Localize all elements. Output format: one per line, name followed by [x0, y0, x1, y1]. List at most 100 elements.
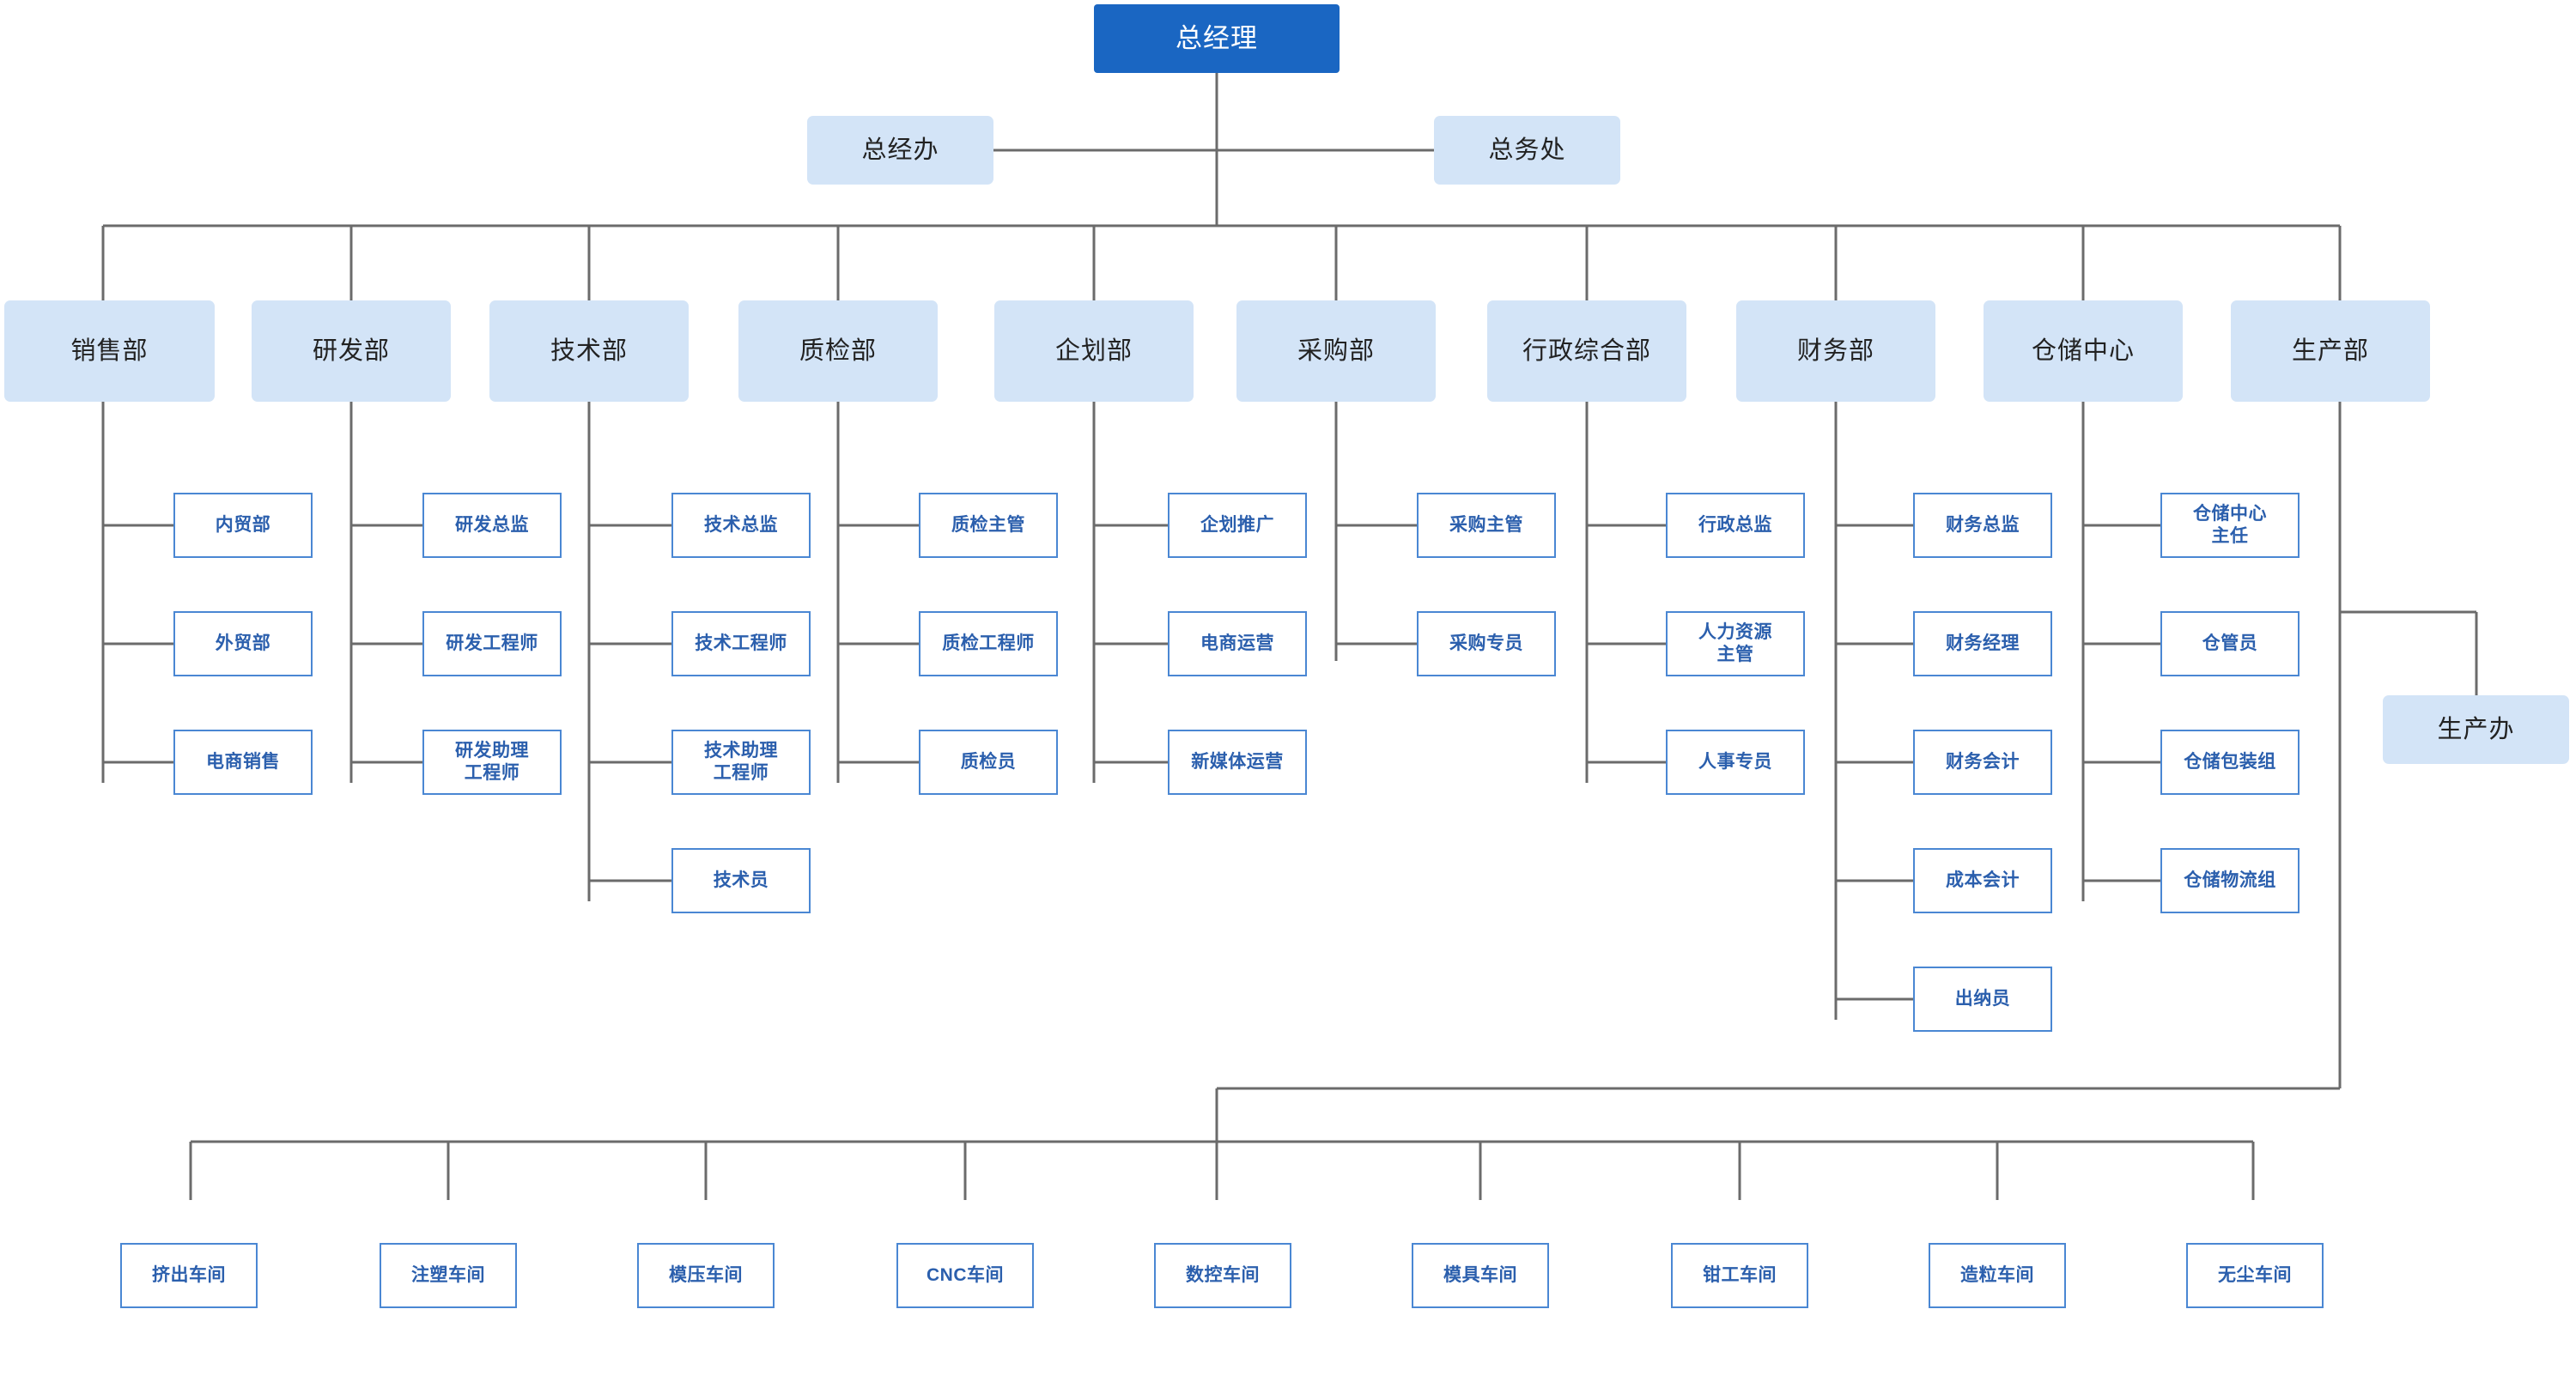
node-dept-rnd[interactable]: 研发部	[252, 300, 451, 402]
node-label: 外贸部	[215, 633, 271, 653]
node-role-finance-director[interactable]: 财务总监	[1913, 493, 2052, 558]
node-label: 销售部	[70, 336, 149, 365]
node-dept-administration[interactable]: 行政综合部	[1487, 300, 1686, 402]
node-dept-quality[interactable]: 质检部	[738, 300, 938, 402]
node-label: 质检工程师	[942, 633, 1035, 653]
node-dept-technology[interactable]: 技术部	[489, 300, 689, 402]
node-label: 采购部	[1297, 336, 1375, 365]
node-label: 技术员	[713, 870, 769, 890]
node-label: 研发部	[312, 336, 390, 365]
node-gm-office[interactable]: 总经办	[807, 116, 993, 185]
node-label: 钳工车间	[1703, 1264, 1777, 1285]
node-label: 财务经理	[1946, 633, 2020, 653]
node-label: 总经理	[1176, 22, 1258, 53]
node-workshop-granulation[interactable]: 造粒车间	[1929, 1243, 2066, 1308]
node-workshop-numerical-control[interactable]: 数控车间	[1154, 1243, 1291, 1308]
node-role-planning-promotion[interactable]: 企划推广	[1168, 493, 1307, 558]
node-role-purchasing-supervisor[interactable]: 采购主管	[1417, 493, 1556, 558]
node-label: 总经办	[861, 136, 939, 164]
node-dept-production[interactable]: 生产部	[2231, 300, 2430, 402]
node-production-office[interactable]: 生产办	[2383, 695, 2569, 764]
node-label: 行政综合部	[1522, 336, 1651, 365]
node-role-foreign-trade[interactable]: 外贸部	[173, 611, 313, 676]
node-label: 采购主管	[1449, 514, 1523, 535]
node-general-manager[interactable]: 总经理	[1094, 4, 1340, 73]
node-label: 仓储物流组	[2184, 870, 2276, 890]
node-workshop-fitter[interactable]: 钳工车间	[1671, 1243, 1808, 1308]
node-dept-planning[interactable]: 企划部	[994, 300, 1194, 402]
node-label: 技术助理工程师	[704, 741, 778, 783]
node-role-qc-engineer[interactable]: 质检工程师	[919, 611, 1058, 676]
node-role-financial-accountant[interactable]: 财务会计	[1913, 730, 2052, 795]
node-label: 数控车间	[1186, 1264, 1260, 1285]
node-label: 研发助理工程师	[455, 741, 529, 783]
node-label: 注塑车间	[411, 1264, 485, 1285]
node-role-hr-supervisor[interactable]: 人力资源主管	[1666, 611, 1805, 676]
node-label: 新媒体运营	[1191, 751, 1284, 772]
node-label: 质检部	[799, 336, 877, 365]
node-role-finance-manager[interactable]: 财务经理	[1913, 611, 2052, 676]
node-dept-purchasing[interactable]: 采购部	[1236, 300, 1436, 402]
node-label: 电商销售	[206, 751, 280, 772]
node-label: 企划部	[1054, 336, 1133, 365]
node-role-warehouse-director[interactable]: 仓储中心主任	[2160, 493, 2300, 558]
node-workshop-cnc[interactable]: CNC车间	[896, 1243, 1034, 1308]
node-label: 采购专员	[1449, 633, 1523, 653]
node-role-tech-assistant-engineer[interactable]: 技术助理工程师	[671, 730, 811, 795]
node-general-affairs[interactable]: 总务处	[1434, 116, 1620, 185]
node-label: 生产办	[2437, 715, 2515, 743]
node-role-ecommerce-sales[interactable]: 电商销售	[173, 730, 313, 795]
node-label: 技术工程师	[695, 633, 787, 653]
node-workshop-mold[interactable]: 模具车间	[1412, 1243, 1549, 1308]
node-label: 人事专员	[1698, 751, 1772, 772]
node-label: 人力资源主管	[1698, 622, 1772, 664]
node-label: 模压车间	[669, 1264, 743, 1285]
node-label: 内贸部	[215, 514, 271, 535]
node-role-ecommerce-operations[interactable]: 电商运营	[1168, 611, 1307, 676]
node-label: CNC车间	[927, 1264, 1004, 1285]
node-label: 模具车间	[1443, 1264, 1517, 1285]
node-label: 仓储包装组	[2184, 751, 2276, 772]
node-label: 质检主管	[951, 514, 1025, 535]
node-workshop-injection-molding[interactable]: 注塑车间	[380, 1243, 517, 1308]
node-workshop-extrusion[interactable]: 挤出车间	[120, 1243, 258, 1308]
node-role-warehouse-logistics-team[interactable]: 仓储物流组	[2160, 848, 2300, 913]
node-label: 造粒车间	[1960, 1264, 2034, 1285]
node-role-technician[interactable]: 技术员	[671, 848, 811, 913]
node-role-hr-specialist[interactable]: 人事专员	[1666, 730, 1805, 795]
node-role-purchasing-specialist[interactable]: 采购专员	[1417, 611, 1556, 676]
node-role-qc-supervisor[interactable]: 质检主管	[919, 493, 1058, 558]
node-role-warehouse-packaging-team[interactable]: 仓储包装组	[2160, 730, 2300, 795]
node-dept-warehouse[interactable]: 仓储中心	[1984, 300, 2183, 402]
node-workshop-compression-molding[interactable]: 模压车间	[637, 1243, 775, 1308]
node-role-new-media-operations[interactable]: 新媒体运营	[1168, 730, 1307, 795]
node-role-admin-director[interactable]: 行政总监	[1666, 493, 1805, 558]
node-label: 仓储中心主任	[2193, 504, 2267, 546]
node-label: 技术总监	[704, 514, 778, 535]
node-role-rnd-assistant-engineer[interactable]: 研发助理工程师	[422, 730, 562, 795]
node-role-tech-engineer[interactable]: 技术工程师	[671, 611, 811, 676]
node-label: 成本会计	[1946, 870, 2020, 890]
node-role-cost-accountant[interactable]: 成本会计	[1913, 848, 2052, 913]
node-role-tech-director[interactable]: 技术总监	[671, 493, 811, 558]
node-label: 技术部	[550, 336, 628, 365]
node-role-warehouse-keeper[interactable]: 仓管员	[2160, 611, 2300, 676]
node-label: 无尘车间	[2218, 1264, 2292, 1285]
node-label: 电商运营	[1200, 633, 1274, 653]
node-dept-finance[interactable]: 财务部	[1736, 300, 1935, 402]
node-dept-sales[interactable]: 销售部	[4, 300, 215, 402]
node-label: 企划推广	[1200, 514, 1274, 535]
node-role-domestic-trade[interactable]: 内贸部	[173, 493, 313, 558]
node-role-rnd-engineer[interactable]: 研发工程师	[422, 611, 562, 676]
node-label: 总务处	[1488, 136, 1566, 164]
node-label: 研发工程师	[446, 633, 538, 653]
node-role-rnd-director[interactable]: 研发总监	[422, 493, 562, 558]
node-workshop-cleanroom[interactable]: 无尘车间	[2186, 1243, 2324, 1308]
node-label: 挤出车间	[152, 1264, 226, 1285]
node-label: 研发总监	[455, 514, 529, 535]
node-role-qc-inspector[interactable]: 质检员	[919, 730, 1058, 795]
node-role-cashier[interactable]: 出纳员	[1913, 967, 2052, 1032]
node-label: 财务部	[1796, 336, 1874, 365]
